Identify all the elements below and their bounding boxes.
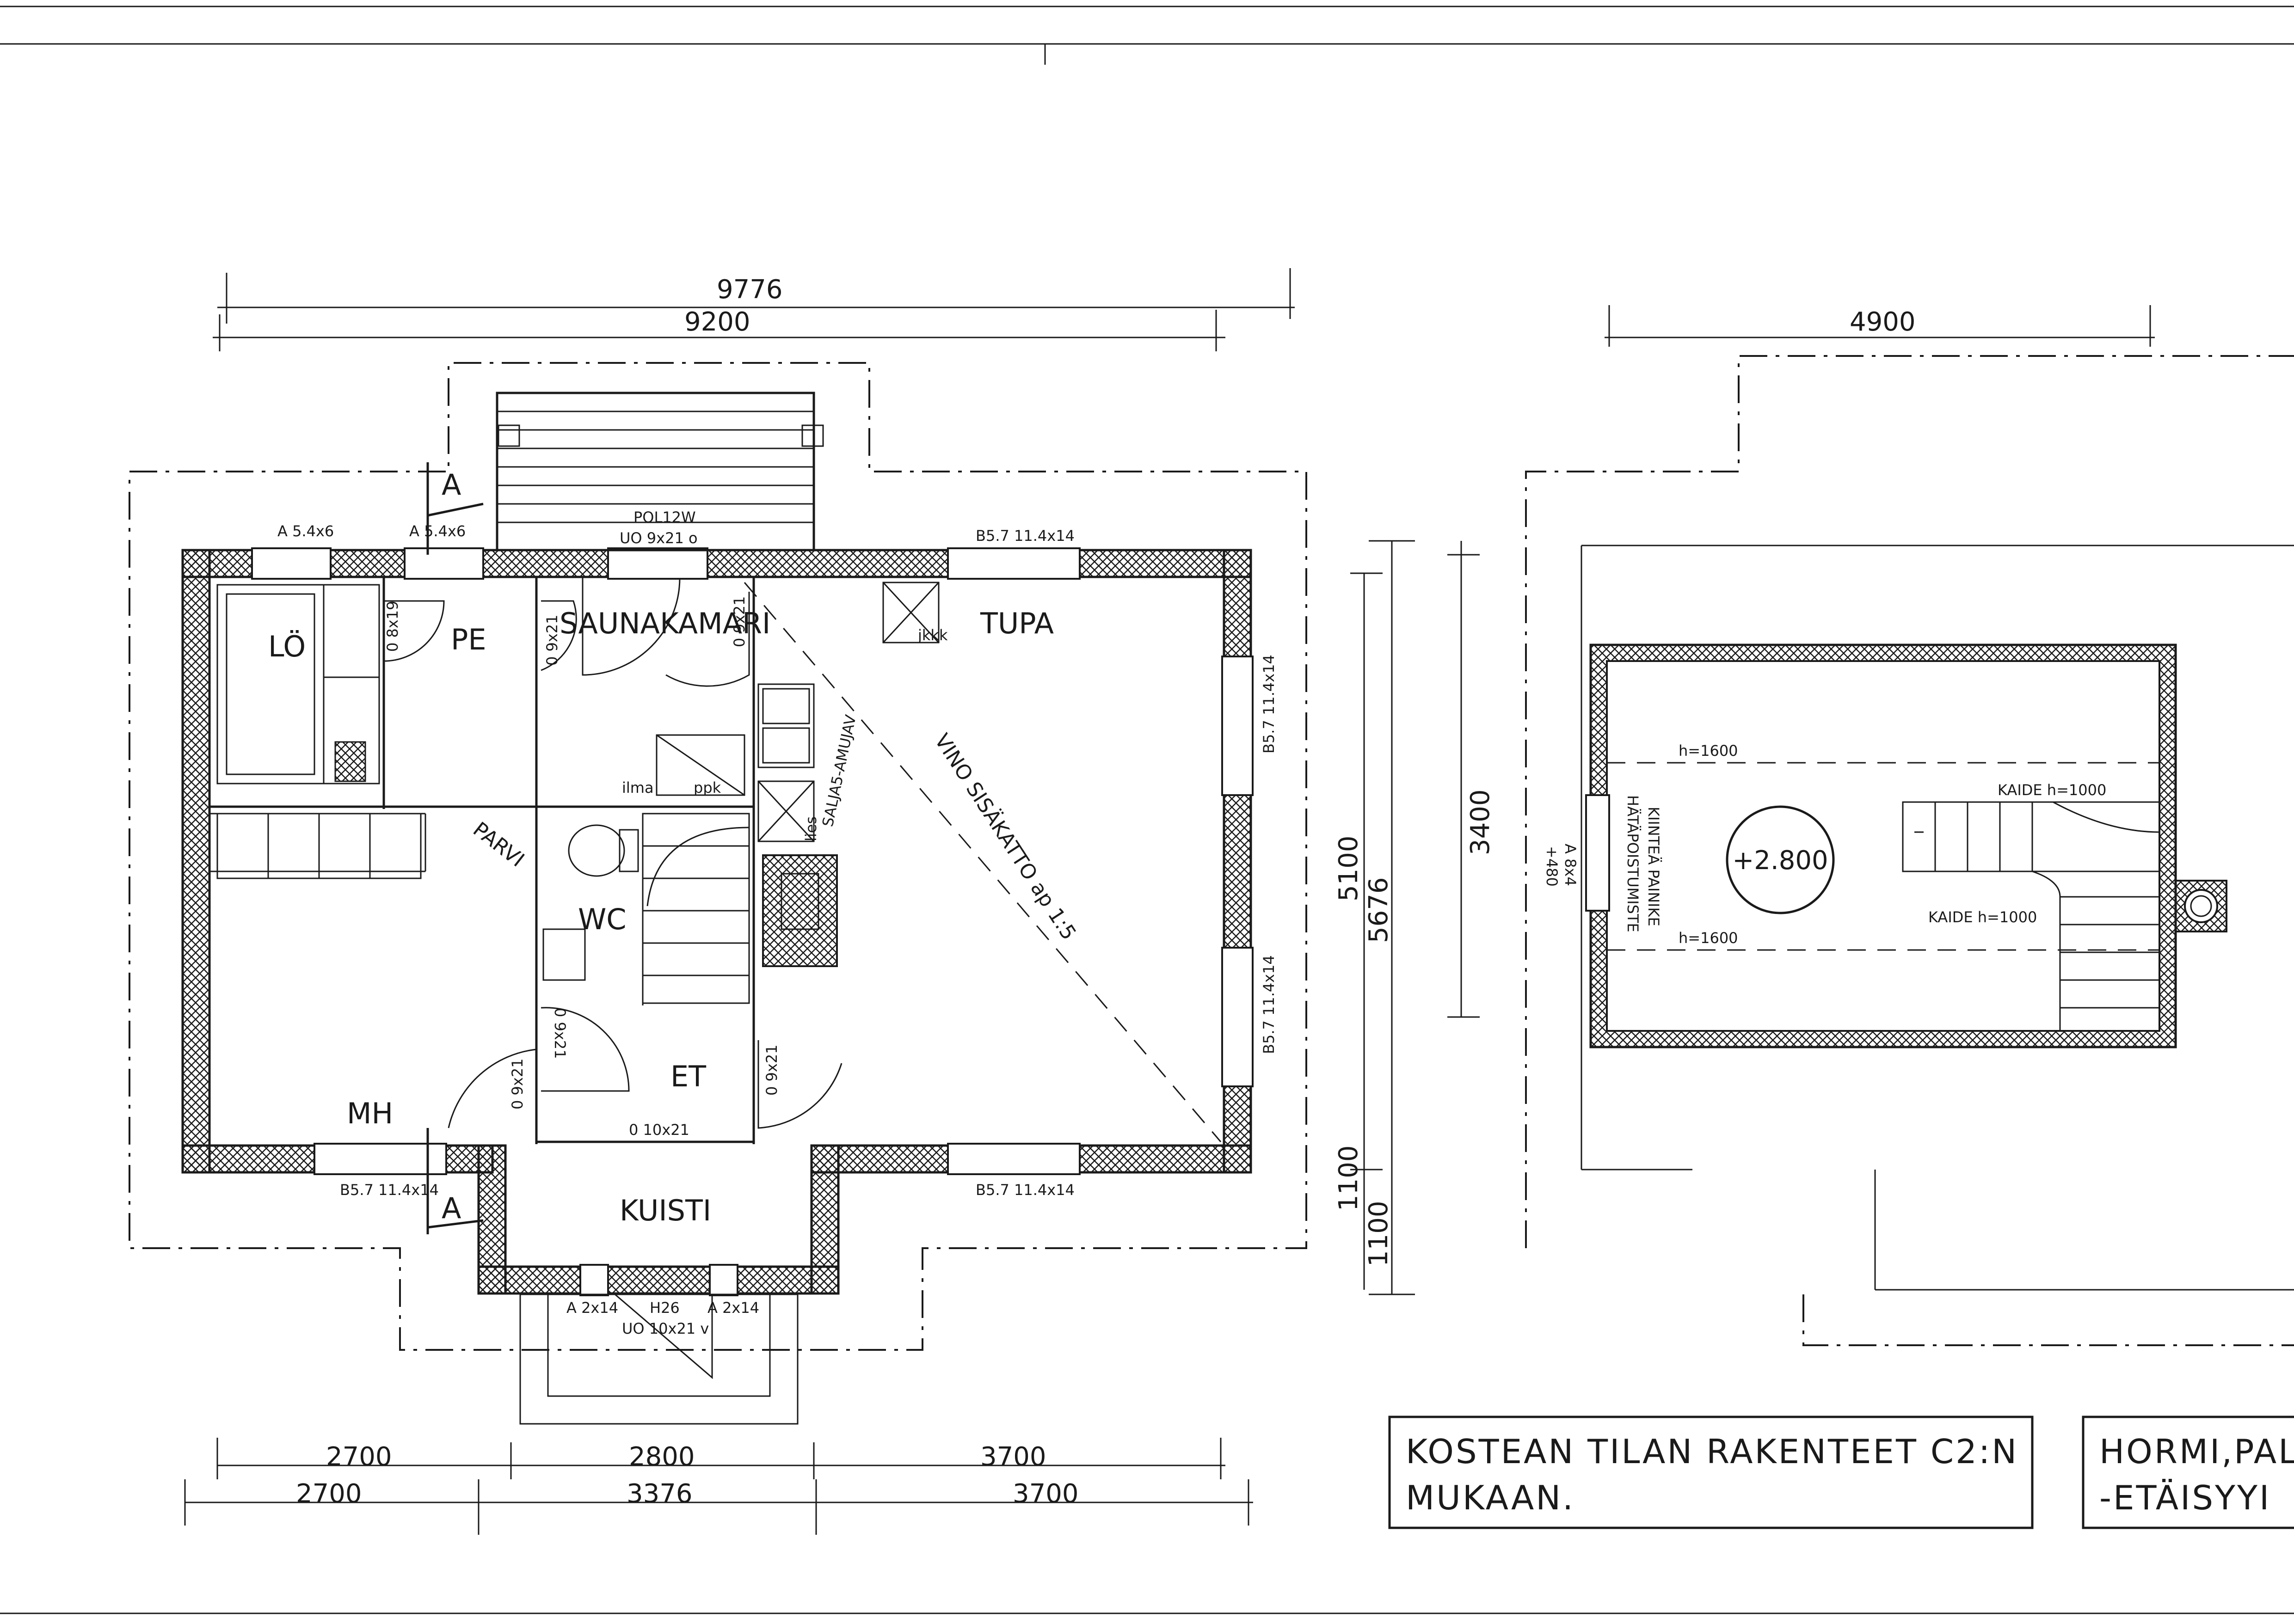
loft-h1600-top: h=1600 xyxy=(1679,742,1738,760)
dim-right-bottom-b: 1100 xyxy=(1364,1201,1394,1267)
ilma-label: ilma xyxy=(622,779,654,797)
front-steps xyxy=(496,392,824,552)
door-label-uo-top: UO 9x21 o xyxy=(620,529,698,547)
dim-top-inner: 9200 xyxy=(684,307,750,337)
dim-bottom-lower-1: 2700 xyxy=(296,1479,362,1509)
h26-label: H26 xyxy=(650,1299,680,1317)
window-label-b57-bottom-left: B5.7 11.4x14 xyxy=(340,1181,439,1199)
kitchen-fixtures xyxy=(656,582,940,967)
dim-bottom-lower-3: 3700 xyxy=(1013,1479,1079,1509)
window-label-b57-bottom-right: B5.7 11.4x14 xyxy=(976,1181,1075,1199)
note-box-2: HORMI,PAL -ETÄISYYI xyxy=(2082,1416,2294,1529)
door-swings xyxy=(383,577,843,1379)
room-wc: WC xyxy=(578,902,627,936)
loft-level-label: +2.800 xyxy=(1732,846,1828,876)
saljas-label: SALJA5-AMUJAV xyxy=(819,713,860,828)
note-box-1-line-2: MUKAAN. xyxy=(1406,1478,1575,1517)
window-label-b57-right-upper: B5.7 11.4x14 xyxy=(1260,655,1278,754)
dim-bottom-lower-2: 3376 xyxy=(627,1479,693,1509)
window-label-b57-top: B5.7 11.4x14 xyxy=(976,527,1075,545)
pol12w-label: POL12W xyxy=(633,509,696,526)
loft-roof-outline xyxy=(1525,355,2294,1248)
sauna-benches xyxy=(216,584,380,784)
loft-h1600-bottom: h=1600 xyxy=(1679,929,1738,947)
loft-plus480: +480 xyxy=(1543,846,1561,887)
dim-top-outer: 9776 xyxy=(717,275,783,305)
door-label-010x21: 0 10x21 xyxy=(629,1121,689,1139)
window-label-b57-right-lower: B5.7 11.4x14 xyxy=(1260,955,1278,1054)
dim-bottom-upper-1: 2700 xyxy=(326,1442,392,1472)
window-label-a2x14-right: A 2x14 xyxy=(707,1299,759,1317)
dimensions-top: 9776 9200 xyxy=(213,268,1295,351)
section-a-top-label: A xyxy=(442,468,461,502)
note-box-1: KOSTEAN TILAN RAKENTEET C2:N MUKAAN. xyxy=(1388,1416,2034,1529)
loft-floor xyxy=(1606,660,2160,1032)
window-label-a54-right: A 5.4x6 xyxy=(409,522,466,540)
exterior-walls xyxy=(181,547,1254,1296)
roof-outline xyxy=(129,362,1307,1351)
dimensions-bottom: 2700 2800 3700 2700 3376 3700 xyxy=(184,1438,1253,1535)
dim-right-inner: 5100 xyxy=(1334,835,1364,901)
note-box-2-line-2: -ETÄISYYI xyxy=(2099,1478,2271,1517)
sloped-ceiling-line xyxy=(744,582,1222,1142)
level-marker xyxy=(1726,805,1835,914)
section-a-bottom-label: A xyxy=(442,1191,461,1225)
dimensions-right: 5676 5100 1100 1100 xyxy=(1334,540,1415,1295)
note-box-1-line-1: KOSTEAN TILAN RAKENTEET C2:N xyxy=(1406,1432,2018,1471)
window-label-a54-left: A 5.4x6 xyxy=(277,522,334,540)
loft-kaide-top: KAIDE h=1000 xyxy=(1998,781,2106,799)
dim-right-bottom-a: 1100 xyxy=(1334,1145,1364,1211)
door-label-uo-bottom: UO 10x21 v xyxy=(622,1320,709,1337)
dim-bottom-upper-2: 2800 xyxy=(629,1442,695,1472)
door-label-et: 0 9x21 xyxy=(763,1044,781,1096)
door-label-08x19: 0 8x19 xyxy=(384,601,401,652)
note-box-2-line-1: HORMI,PAL xyxy=(2099,1432,2294,1471)
loft-plan: +2.800 h=1600 h=1600 KAIDE h=1000 KAIDE xyxy=(1447,305,2294,1346)
sloped-ceiling-label: VINO SISÄKATTO ap 1:5 xyxy=(930,729,1081,944)
door-label-mh: 0 9x21 xyxy=(509,1058,526,1109)
dim-right-outer: 5676 xyxy=(1364,877,1394,943)
section-marker-top: A xyxy=(426,462,484,555)
room-saunakamari: SAUNAKAMARI xyxy=(560,607,770,640)
loft-hatapoistumiste: HÄTÄPOISTUMISTE xyxy=(1624,795,1642,932)
entrance-steps xyxy=(519,1293,799,1425)
loft-roof-outline-bottom xyxy=(1802,1294,2294,1346)
loft-escape-window xyxy=(1585,794,1610,912)
lies-label: lies xyxy=(802,816,820,841)
loft-a8x4: A 8x4 xyxy=(1562,844,1579,886)
main-floor-plan: A A LÖ PE SAUNAKAMARI TUPA WC ET MH KUIS… xyxy=(129,362,1307,1425)
storage-units xyxy=(216,813,422,879)
dim-loft-right: 3400 xyxy=(1465,789,1495,855)
room-tupa: TUPA xyxy=(980,607,1054,640)
loft-staircase xyxy=(1902,801,2160,1032)
section-marker-bottom: A xyxy=(426,1128,484,1234)
room-lo: LÖ xyxy=(268,630,306,663)
room-kuisti: KUISTI xyxy=(620,1194,711,1227)
door-label-pe: 0 9x21 xyxy=(543,614,561,666)
door-label-wc: 0 9x21 xyxy=(551,1008,569,1059)
wc-fixtures xyxy=(542,824,639,981)
room-mh: MH xyxy=(347,1097,393,1130)
loft-kaide-mid: KAIDE h=1000 xyxy=(1928,908,2037,926)
loft-kintea-painike: KIINTEÄ PAINIKE xyxy=(1645,807,1662,926)
dim-bottom-upper-3: 3700 xyxy=(980,1442,1046,1472)
dim-loft-top: 4900 xyxy=(1850,307,1916,337)
window-label-a2x14-left: A 2x14 xyxy=(566,1299,618,1317)
room-et: ET xyxy=(670,1060,707,1093)
room-parvi: PARVI xyxy=(468,817,529,871)
room-pe: PE xyxy=(451,623,486,656)
ppk-label: ppk xyxy=(694,779,721,797)
staircase xyxy=(642,813,750,1004)
door-label-sk: 0 9x21 xyxy=(731,596,748,647)
loft-chimney xyxy=(2175,880,2227,932)
jkkk-label: jkkk xyxy=(917,626,948,644)
